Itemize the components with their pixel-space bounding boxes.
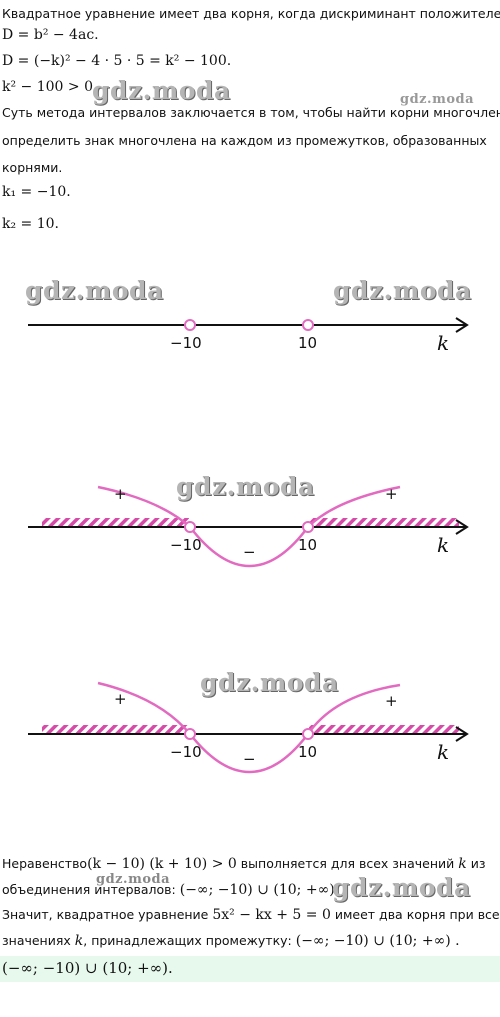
axis-variable-label: k bbox=[437, 331, 449, 355]
variable-k: k bbox=[74, 933, 84, 949]
interval-union: (−∞; −10) ∪ (10; +∞) . bbox=[295, 933, 460, 949]
number-line-roots: −10 10 k bbox=[28, 317, 469, 355]
axis-arrow bbox=[455, 726, 469, 742]
root-point-right bbox=[302, 521, 314, 533]
axis-arrow bbox=[455, 317, 469, 333]
conclusion-text: объединения интервалов: bbox=[2, 882, 176, 897]
conclusion-text: Неравенство bbox=[2, 856, 88, 871]
watermark-small: gdz.moda bbox=[96, 872, 171, 887]
root-point-left bbox=[184, 728, 196, 740]
root-k2: k₂ = 10. bbox=[2, 216, 59, 232]
root-point-right bbox=[302, 319, 314, 331]
conclusion-line3: Значит, квадратное уравнение 5x² − kx + … bbox=[2, 907, 500, 923]
tick-label-minus10: −10 bbox=[170, 536, 202, 554]
hatched-interval-right bbox=[309, 725, 459, 733]
formula-discriminant: D = b² − 4ac. bbox=[2, 27, 99, 43]
interval-union: (−∞; −10) ∪ (10; +∞). bbox=[179, 882, 340, 898]
hatched-interval-right bbox=[309, 518, 459, 526]
watermark: gdz.moda bbox=[25, 276, 164, 305]
root-point-left bbox=[184, 521, 196, 533]
conclusion-text: значениях bbox=[2, 933, 71, 948]
sign-plus-left: + bbox=[114, 690, 127, 708]
conclusion-line2: объединения интервалов: (−∞; −10) ∪ (10;… bbox=[2, 882, 339, 898]
sign-plus-right: + bbox=[385, 692, 398, 710]
sign-minus: − bbox=[243, 543, 256, 561]
tick-label-minus10: −10 bbox=[170, 334, 202, 352]
formula-discriminant-expanded: D = (−k)² − 4 · 5 · 5 = k² − 100. bbox=[2, 53, 232, 69]
axis-variable-label: k bbox=[437, 740, 449, 764]
answer-box: (−∞; −10) ∪ (10; +∞). bbox=[0, 956, 500, 982]
method-text-line3: корнями. bbox=[2, 160, 63, 175]
watermark: gdz.moda bbox=[333, 276, 472, 305]
sign-curve bbox=[97, 681, 401, 774]
tick-label-minus10: −10 bbox=[170, 743, 202, 761]
watermark-small: gdz.moda bbox=[400, 92, 475, 107]
root-k1: k₁ = −10. bbox=[2, 184, 71, 200]
conclusion-text: , принадлежащих промежутку: bbox=[83, 933, 292, 948]
hatched-interval-left bbox=[42, 725, 189, 733]
tick-label-10: 10 bbox=[298, 334, 317, 352]
intro-text: Квадратное уравнение имеет два корня, ко… bbox=[2, 6, 500, 21]
conclusion-line1: Неравенство(k − 10) (k + 10) > 0 выполня… bbox=[2, 856, 486, 872]
sign-plus-left: + bbox=[114, 485, 127, 503]
axis-arrow bbox=[455, 519, 469, 535]
quadratic-equation: 5x² − kx + 5 = 0 bbox=[212, 907, 331, 923]
conclusion-line4: значениях k, принадлежащих промежутку: (… bbox=[2, 933, 460, 949]
answer-text: (−∞; −10) ∪ (10; +∞). bbox=[2, 959, 173, 977]
tick-label-10: 10 bbox=[298, 536, 317, 554]
conclusion-text: имеет два корня при всех bbox=[334, 907, 500, 922]
watermark: gdz.moda bbox=[176, 472, 315, 501]
tick-label-10: 10 bbox=[298, 743, 317, 761]
watermark: gdz.moda bbox=[332, 873, 471, 902]
axis-variable-label: k bbox=[437, 533, 449, 557]
sign-chart-1: + + − −10 10 k bbox=[28, 485, 469, 568]
sign-plus-right: + bbox=[385, 485, 398, 503]
method-text-line2: определить знак многочлена на каждом из … bbox=[2, 133, 487, 148]
watermark: gdz.moda bbox=[92, 76, 231, 105]
sign-minus: − bbox=[243, 750, 256, 768]
method-text-line1: Суть метода интервалов заключается в том… bbox=[2, 105, 500, 120]
sign-curve bbox=[97, 485, 401, 568]
variable-k: k bbox=[458, 856, 467, 872]
root-point-left bbox=[184, 319, 196, 331]
formula-inequality: k² − 100 > 0. bbox=[2, 79, 98, 95]
conclusion-text: из bbox=[470, 856, 486, 871]
conclusion-text: Значит, квадратное уравнение bbox=[2, 907, 209, 922]
root-point-right bbox=[302, 728, 314, 740]
watermark: gdz.moda bbox=[200, 668, 339, 697]
sign-chart-2: + + − −10 10 k bbox=[28, 681, 469, 774]
conclusion-text: выполняется для всех значений bbox=[240, 856, 455, 871]
inequality-factored: (k − 10) (k + 10) > 0 bbox=[87, 856, 237, 872]
hatched-interval-left bbox=[42, 518, 189, 526]
